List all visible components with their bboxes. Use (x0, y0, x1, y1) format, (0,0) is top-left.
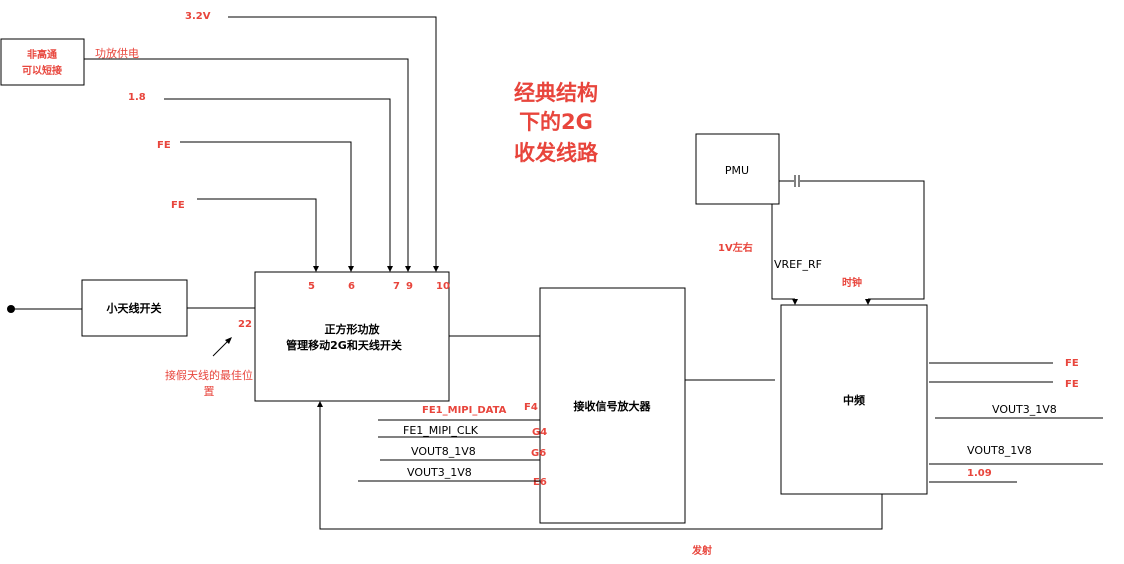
pin-5: 5 (308, 281, 315, 292)
antenna-switch-box (81, 279, 188, 337)
signal-1-09: 1.09 (967, 468, 992, 479)
signal-fe-out-2: FE (1065, 379, 1079, 390)
note-pointer-arrow (225, 337, 232, 344)
arrow-transmit (317, 401, 323, 407)
antenna-note-line-1: 接假天线的最佳位 (165, 368, 253, 382)
signal-vout8-right: VOUT8_1V8 (967, 444, 1032, 457)
note-pointer-line (212, 340, 229, 357)
arrow-pin6 (348, 266, 354, 272)
power-amp-line-1: 正方形功放 (325, 322, 381, 336)
antenna-note-line-2: 置 (204, 385, 215, 398)
wire-transmit (319, 407, 883, 530)
pin-9: 9 (406, 281, 413, 292)
power-amp-line-2: 管理移动2G和天线开关 (286, 338, 402, 352)
pin-g6: G6 (531, 448, 546, 459)
label-1-8: 1.8 (128, 92, 146, 103)
title-line-1: 经典结构 (514, 81, 598, 105)
wire-pa-supply (84, 58, 409, 266)
arrow-pin10 (433, 266, 439, 272)
wire-vref (771, 204, 795, 300)
non-qualcomm-line-2: 可以短接 (22, 64, 62, 77)
signal-fe1-mipi-data: FE1_MIPI_DATA (422, 405, 507, 416)
arrow-vref (792, 299, 798, 305)
signal-transmit: 发射 (691, 544, 712, 557)
pmu-box (695, 133, 780, 205)
signal-1v-approx: 1V左右 (718, 241, 753, 254)
signal-vout3-left: VOUT3_1V8 (407, 466, 472, 479)
signal-vout8-left: VOUT8_1V8 (411, 445, 476, 458)
non-qualcomm-box (0, 38, 85, 86)
wire-fe-2 (197, 198, 317, 266)
wire-clock (800, 180, 925, 300)
pin-7: 7 (393, 281, 400, 292)
label-fe-2: FE (171, 200, 185, 211)
arrow-pin5 (313, 266, 319, 272)
pin-22: 22 (238, 319, 252, 330)
receiver-amp-box (539, 287, 686, 524)
label-pa-supply: 功放供电 (95, 46, 139, 60)
label-3-2v: 3.2V (185, 11, 211, 22)
signal-clock: 时钟 (842, 276, 862, 289)
signal-vref-rf: VREF_RF (774, 258, 822, 271)
pin-e6: E6 (533, 477, 547, 488)
if-box (780, 304, 928, 495)
arrow-clock (865, 299, 871, 305)
receiver-amp-label: 接收信号放大器 (574, 399, 652, 413)
wire-fe-1 (180, 141, 352, 266)
title-line-2: 下的2G (519, 110, 593, 134)
label-fe-1: FE (157, 140, 171, 151)
signal-vout3-right: VOUT3_1V8 (992, 403, 1057, 416)
non-qualcomm-line-1: 非高通 (27, 48, 57, 61)
signal-fe-out-1: FE (1065, 358, 1079, 369)
if-label: 中频 (843, 393, 865, 407)
title-line-3: 收发线路 (514, 141, 599, 165)
signal-fe1-mipi-clk: FE1_MIPI_CLK (403, 424, 479, 437)
pin-6: 6 (348, 281, 355, 292)
wire-1-8 (164, 98, 391, 266)
arrow-pin9 (405, 266, 411, 272)
antenna-switch-label: 小天线开关 (106, 301, 162, 315)
pin-f4: F4 (524, 402, 538, 413)
pin-g4: G4 (532, 427, 547, 438)
pin-10: 10 (436, 281, 450, 292)
arrow-pin7 (387, 266, 393, 272)
pmu-label: PMU (725, 164, 749, 177)
wire-3-2v (228, 16, 437, 266)
